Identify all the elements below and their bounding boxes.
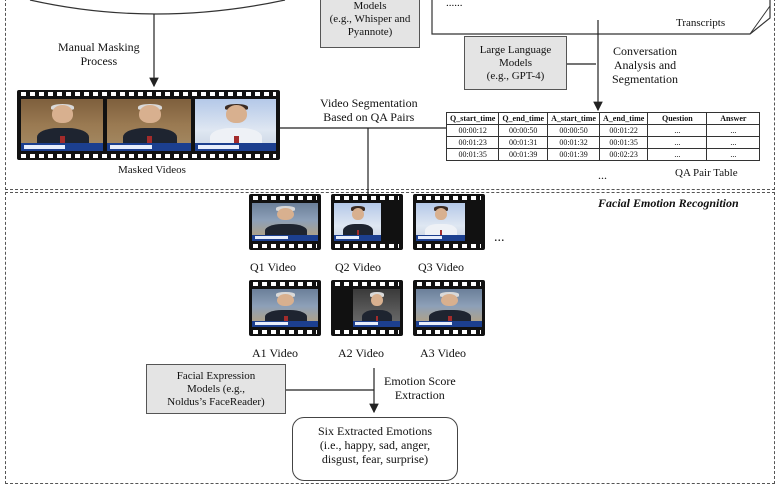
table-dots: ...: [598, 168, 607, 182]
top-source-shape: [29, 0, 286, 15]
qa-cell: ...: [706, 124, 761, 137]
qa-header: Q_start_time: [445, 112, 500, 125]
qa-cell: 00:01:35: [445, 148, 500, 161]
masked-frame-2: [107, 99, 191, 151]
six-emotions-box: Six Extracted Emotions (i.e., happy, sad…: [292, 417, 458, 481]
a2-video-strip: [331, 280, 403, 336]
qa-cell: 00:00:50: [498, 124, 549, 137]
qa-header: A_start_time: [547, 112, 600, 125]
q1-video-label: Q1 Video: [250, 260, 297, 274]
qa-cell: 00:01:39: [498, 148, 549, 161]
emotion-score-label: Emotion Score Extraction: [384, 374, 456, 402]
qa-cell: ...: [706, 136, 761, 149]
manual-masking-label: Manual Masking Process: [58, 40, 140, 68]
q1-video-strip: [249, 194, 321, 250]
speech-models-box: Models (e.g., Whisper and Pyannote): [320, 0, 420, 48]
qa-table-caption: QA Pair Table: [675, 167, 738, 179]
masked-frame-3: [195, 99, 276, 151]
masked-videos-label: Masked Videos: [118, 164, 186, 176]
transcripts-label: Transcripts: [676, 17, 726, 29]
facial-models-box: Facial Expression Models (e.g., Noldus’s…: [146, 364, 286, 414]
video-segmentation-label: Video Segmentation Based on QA Pairs: [320, 96, 418, 124]
qa-cell: 00:01:32: [547, 136, 600, 149]
qa-cell: 00:01:39: [547, 148, 600, 161]
q3-video-label: Q3 Video: [418, 260, 465, 274]
qa-header: A_end_time: [598, 112, 649, 125]
conversation-analysis-label: Conversation Analysis and Segmentation: [612, 44, 678, 86]
top-region-border: [5, 0, 775, 190]
a1-video-label: A1 Video: [252, 346, 299, 360]
qa-cell: ...: [647, 148, 708, 161]
a3-video-strip: [413, 280, 485, 336]
table-row: 00:01:35 00:01:39 00:01:39 00:02:23 ... …: [445, 148, 761, 161]
qa-table-header-row: Q_start_time Q_end_time A_start_time A_e…: [445, 112, 761, 125]
row-dots: ...: [494, 230, 505, 245]
a3-video-label: A3 Video: [420, 346, 467, 360]
a1-video-strip: [249, 280, 321, 336]
masked-videos-strip: [17, 90, 280, 160]
table-row: 00:00:12 00:00:50 00:00:50 00:01:22 ... …: [445, 124, 761, 137]
qa-cell: 00:01:31: [498, 136, 549, 149]
qa-cell: ...: [647, 136, 708, 149]
connector-arrows: [29, 0, 771, 414]
pipeline-diagram: Models (e.g., Whisper and Pyannote) ....…: [5, 0, 775, 484]
qa-pair-table: Q_start_time Q_end_time A_start_time A_e…: [445, 112, 761, 161]
qa-cell: 00:01:22: [598, 124, 649, 137]
q2-video-label: Q2 Video: [335, 260, 382, 274]
table-row: 00:01:23 00:01:31 00:01:32 00:01:35 ... …: [445, 136, 761, 149]
qa-cell: ...: [706, 148, 761, 161]
a2-video-label: A2 Video: [338, 346, 385, 360]
qa-header: Answer: [706, 112, 761, 125]
qa-header: Q_end_time: [498, 112, 549, 125]
q2-video-strip: [331, 194, 403, 250]
qa-cell: 00:01:23: [445, 136, 500, 149]
transcripts-dots: ......: [446, 0, 463, 9]
qa-cell: 00:00:50: [547, 124, 600, 137]
qa-cell: ...: [647, 124, 708, 137]
qa-header: Question: [647, 112, 708, 125]
masked-frame-1: [21, 99, 103, 151]
fer-section-title: Facial Emotion Recognition: [598, 196, 739, 210]
qa-cell: 00:00:12: [445, 124, 500, 137]
qa-cell: 00:02:23: [598, 148, 649, 161]
q3-video-strip: [413, 194, 485, 250]
qa-cell: 00:01:35: [598, 136, 649, 149]
llm-box: Large Language Models (e.g., GPT-4): [464, 36, 567, 90]
